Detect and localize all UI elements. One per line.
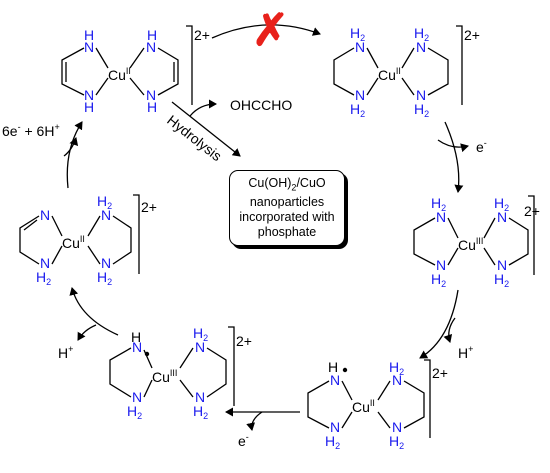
n-atom: N: [416, 39, 426, 55]
n-atom: N: [330, 419, 340, 435]
six-electron-label: 6e- + 6H+: [2, 122, 60, 139]
h-atom: H: [84, 99, 94, 115]
h2-atom: H2: [350, 25, 365, 43]
h2-atom: H2: [389, 433, 404, 451]
h2-atom: H2: [389, 359, 404, 377]
electron-label: e-: [476, 138, 487, 155]
complex-top-left: N H N H N H N H CuII 2+: [61, 25, 210, 115]
h-atom: H: [147, 27, 157, 43]
deprotonation-arrow-1: [419, 289, 459, 359]
n-atom: N: [436, 257, 446, 273]
h2-atom: H2: [431, 271, 446, 289]
h-atom: H: [328, 359, 338, 375]
n-atom: N: [436, 209, 446, 225]
n-atom: N: [101, 207, 111, 223]
n-atom: N: [330, 372, 340, 388]
deprotonation-arrow-2: [69, 287, 119, 336]
nano-line-3: incorporated with: [239, 210, 335, 225]
metal-center: CuII: [378, 66, 401, 83]
n-atom: N: [195, 339, 205, 355]
h-atom: H: [147, 99, 157, 115]
charge-label: 2+: [524, 203, 540, 219]
h2-atom: H2: [36, 269, 51, 287]
metal-center: CuII: [352, 398, 375, 415]
h2-atom: H2: [127, 403, 142, 421]
charge-label: 2+: [236, 333, 252, 349]
n-atom: N: [146, 87, 156, 103]
nano-line-1: Cu(OH)2/CuO: [248, 175, 326, 193]
proton-release-arrow-1: [443, 317, 456, 343]
nano-line-4: phosphate: [257, 225, 317, 240]
glyoxal-release-arrow: [189, 99, 217, 117]
complex-right: N H2 N H2 N H2 N H2 CuIII 2+: [413, 195, 540, 289]
complex-top-right: N H2 N H2 N H2 N H2 CuII 2+: [333, 25, 480, 119]
nanoparticle-product-box: Cu(OH)2/CuO nanoparticles incorporated w…: [229, 170, 345, 246]
n-atom: N: [497, 209, 507, 225]
n-atom: N: [132, 389, 142, 405]
n-atom: N: [40, 207, 50, 223]
n-atom: N: [132, 339, 142, 355]
h2-atom: H2: [97, 269, 112, 287]
charge-label: 2+: [464, 27, 480, 43]
h2-atom: H2: [193, 403, 208, 421]
complex-bottom-right: N H N H2 N H2 N H2 CuII 2+: [307, 359, 448, 451]
n-atom: N: [146, 39, 156, 55]
n-atom: N: [195, 389, 205, 405]
n-atom: N: [101, 255, 111, 271]
hydrolysis-arrow: [171, 101, 241, 157]
h2-atom: H2: [414, 25, 429, 43]
h-atom: H: [84, 27, 94, 43]
nano-line-2: nanoparticles: [249, 195, 325, 210]
n-atom: N: [416, 87, 426, 103]
six-electron-arrow: [63, 137, 79, 157]
h2-atom: H2: [193, 325, 208, 343]
electron-release-arrow-2: [246, 411, 263, 431]
h2-atom: H2: [350, 101, 365, 119]
electron-release-arrow: [437, 139, 469, 153]
complex-bottom-left: N H N H2 N H2 N H2 CuIII 2+: [109, 325, 252, 421]
h2-atom: H2: [325, 433, 340, 451]
oxidation-arrow-1: [444, 121, 464, 193]
proton-label: H+: [58, 344, 73, 361]
n-atom: N: [84, 39, 94, 55]
proton-label: H+: [458, 344, 473, 361]
h2-atom: H2: [494, 271, 509, 289]
n-atom: N: [392, 419, 402, 435]
n-atom: N: [355, 87, 365, 103]
metal-center: CuII: [62, 234, 85, 251]
cross-mark: ✗: [252, 6, 289, 55]
n-atom: N: [497, 257, 507, 273]
h2-atom: H2: [431, 195, 446, 213]
metal-center: CuIII: [458, 236, 483, 253]
n-atom: N: [355, 39, 365, 55]
oxidation-arrow-3: [66, 121, 83, 189]
blocked-arrow: [211, 24, 321, 39]
h2-atom: H2: [414, 101, 429, 119]
metal-center: CuII: [108, 66, 131, 83]
complex-left: N N H2 N H2 N H2 CuII 2+: [19, 193, 157, 287]
n-atom: N: [392, 372, 402, 388]
charge-label: 2+: [194, 27, 210, 43]
charge-label: 2+: [432, 365, 448, 381]
metal-center: CuIII: [152, 368, 177, 385]
n-atom: N: [40, 255, 50, 271]
charge-label: 2+: [141, 199, 157, 215]
h2-atom: H2: [494, 195, 509, 213]
h-atom: H: [131, 329, 141, 345]
radical-dot: [342, 367, 348, 373]
proton-release-arrow-2: [77, 324, 97, 341]
electron-label: e-: [238, 432, 249, 449]
ohccho-label: OHCCHO: [230, 97, 292, 113]
h2-atom: H2: [97, 193, 112, 211]
n-atom: N: [84, 87, 94, 103]
